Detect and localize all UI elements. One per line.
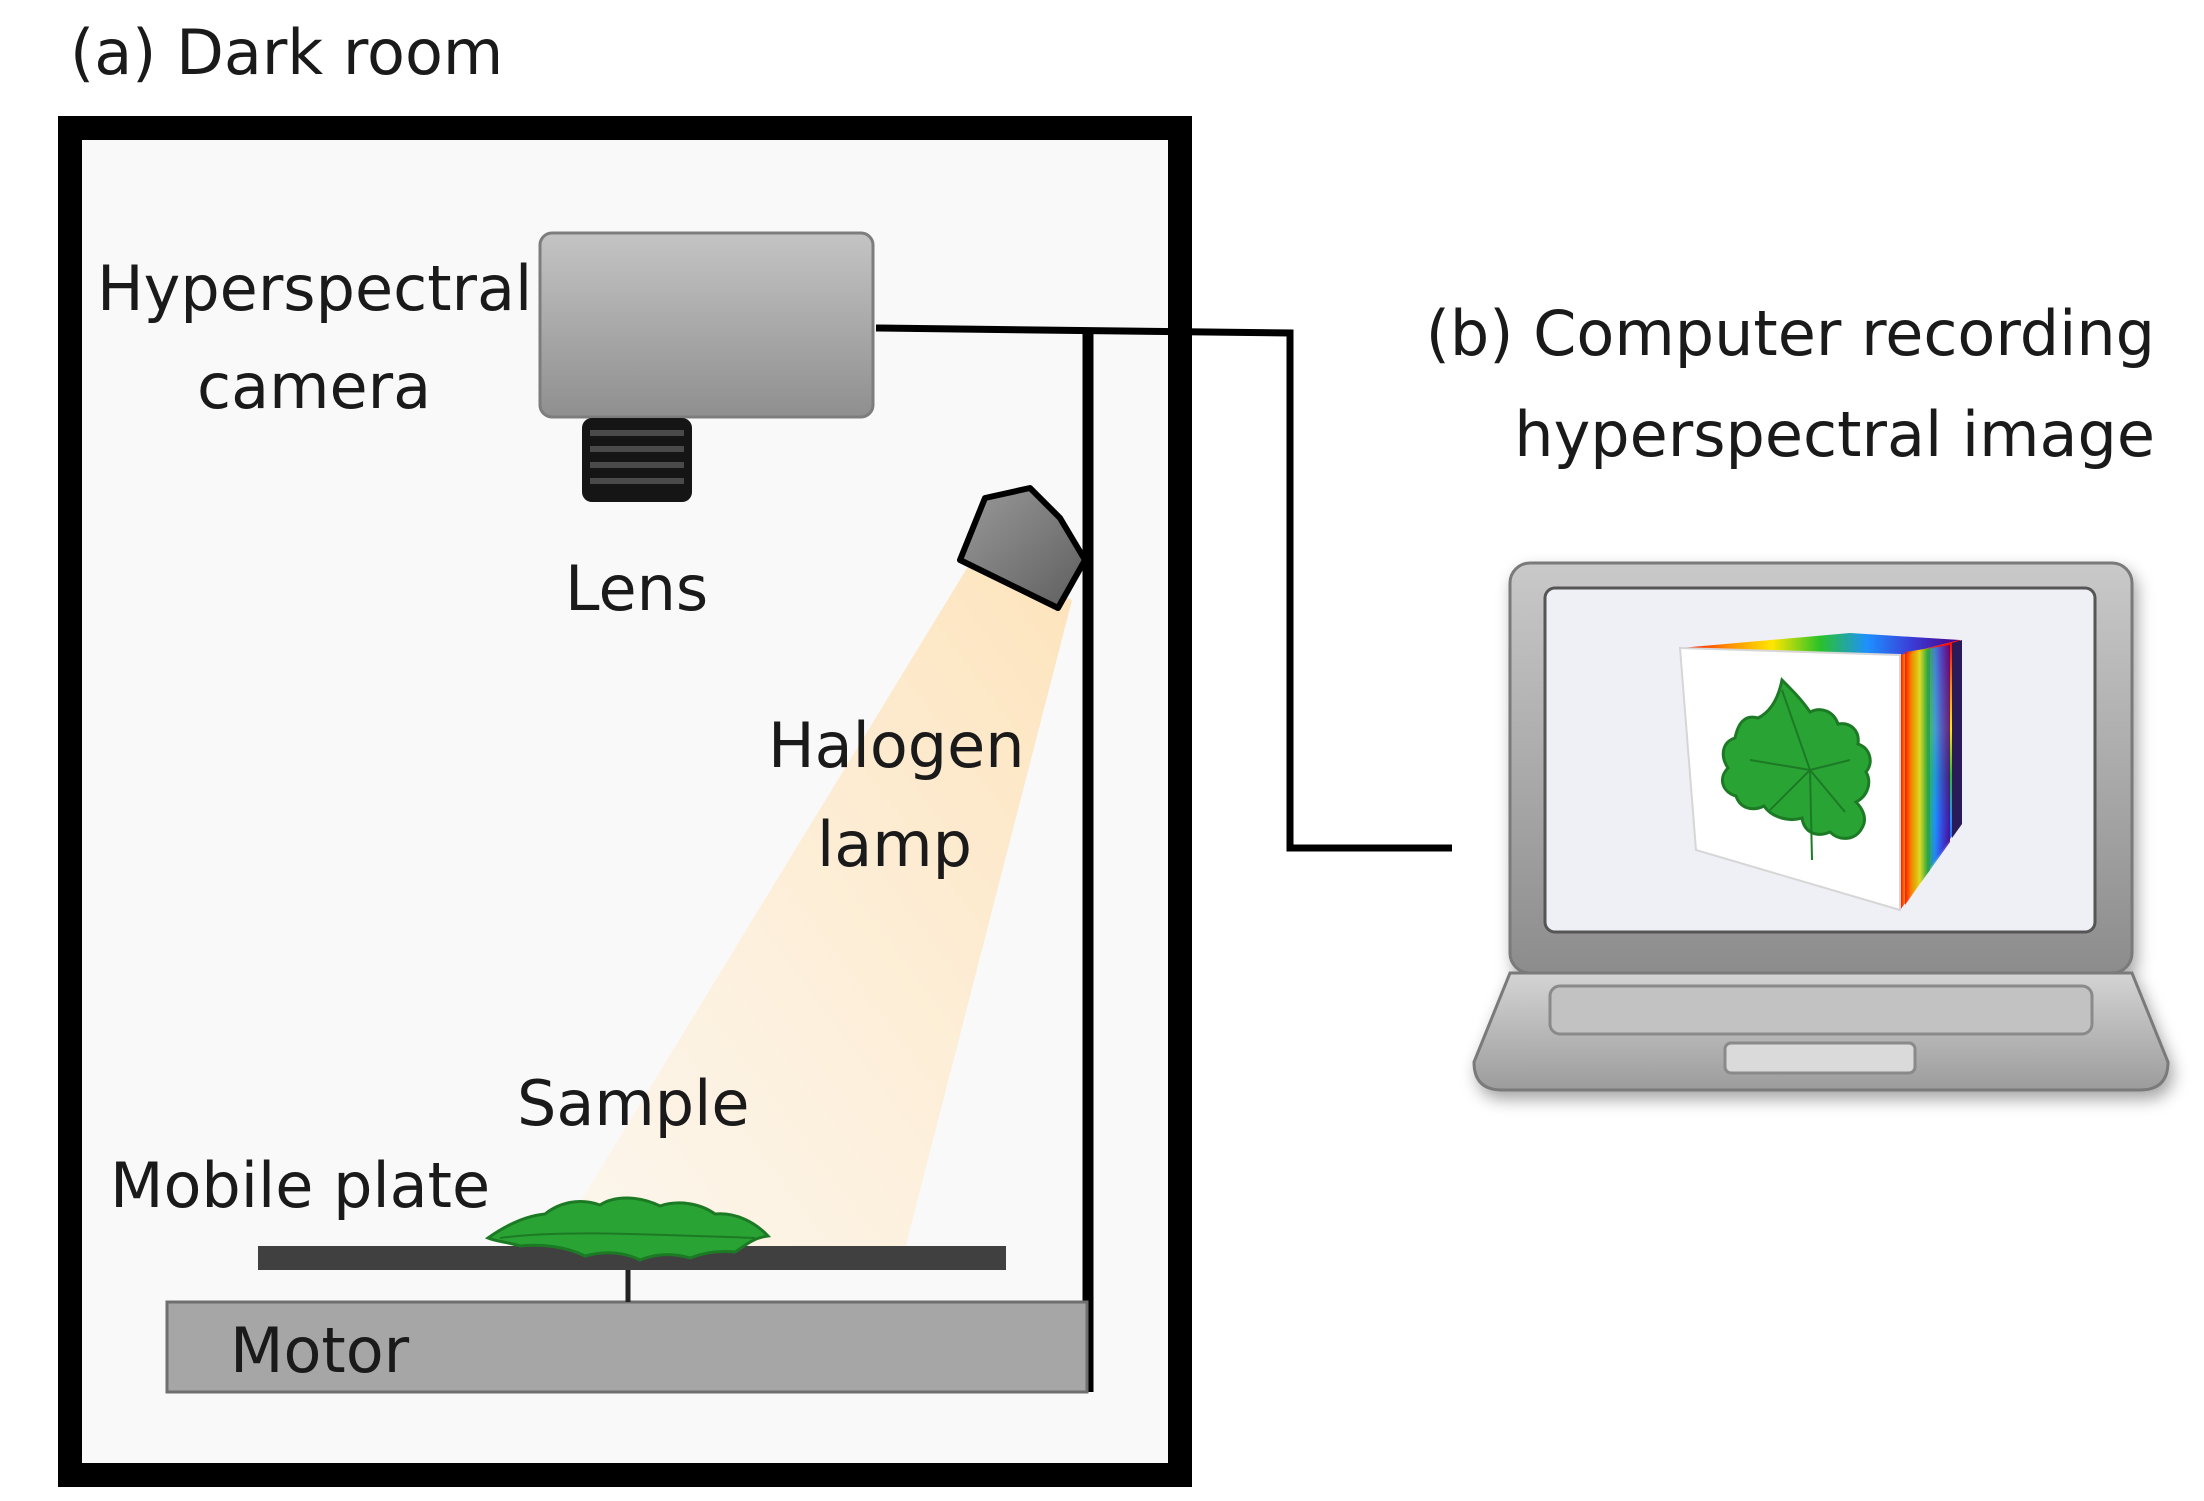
computer-label-line2: hyperspectral image [1514, 398, 2155, 471]
camera-label-line2: camera [197, 350, 431, 423]
laptop-touchpad [1723, 1041, 1917, 1075]
camera-cable [875, 324, 1452, 852]
sample-leaf-icon [484, 1196, 772, 1262]
lamp-light-beam [540, 555, 1072, 1268]
motor-label: Motor [230, 1314, 410, 1387]
sample-leaf-vein [499, 1232, 756, 1239]
computer-label-line1: (b) Computer recording [1426, 297, 2155, 370]
hyperspectral-camera-icon [538, 231, 875, 419]
lens-label: Lens [565, 552, 708, 625]
sample-label: Sample [517, 1067, 749, 1140]
hyperspectral-cube-icon [1678, 633, 1962, 912]
mobile-plate-label: Mobile plate [110, 1149, 490, 1222]
camera-label-line1: Hyperspectral [97, 252, 532, 325]
lamp-label-line1: Halogen [768, 709, 1025, 782]
motor-block [165, 1300, 1089, 1394]
lamp-label-line2: lamp [817, 808, 972, 881]
laptop-keyboard [1548, 984, 2094, 1036]
dark-room-title: (a) Dark room [70, 16, 503, 89]
halogen-lamp-icon [957, 485, 1088, 611]
leaf-vein [1749, 689, 1851, 861]
lens-icon [582, 418, 692, 502]
